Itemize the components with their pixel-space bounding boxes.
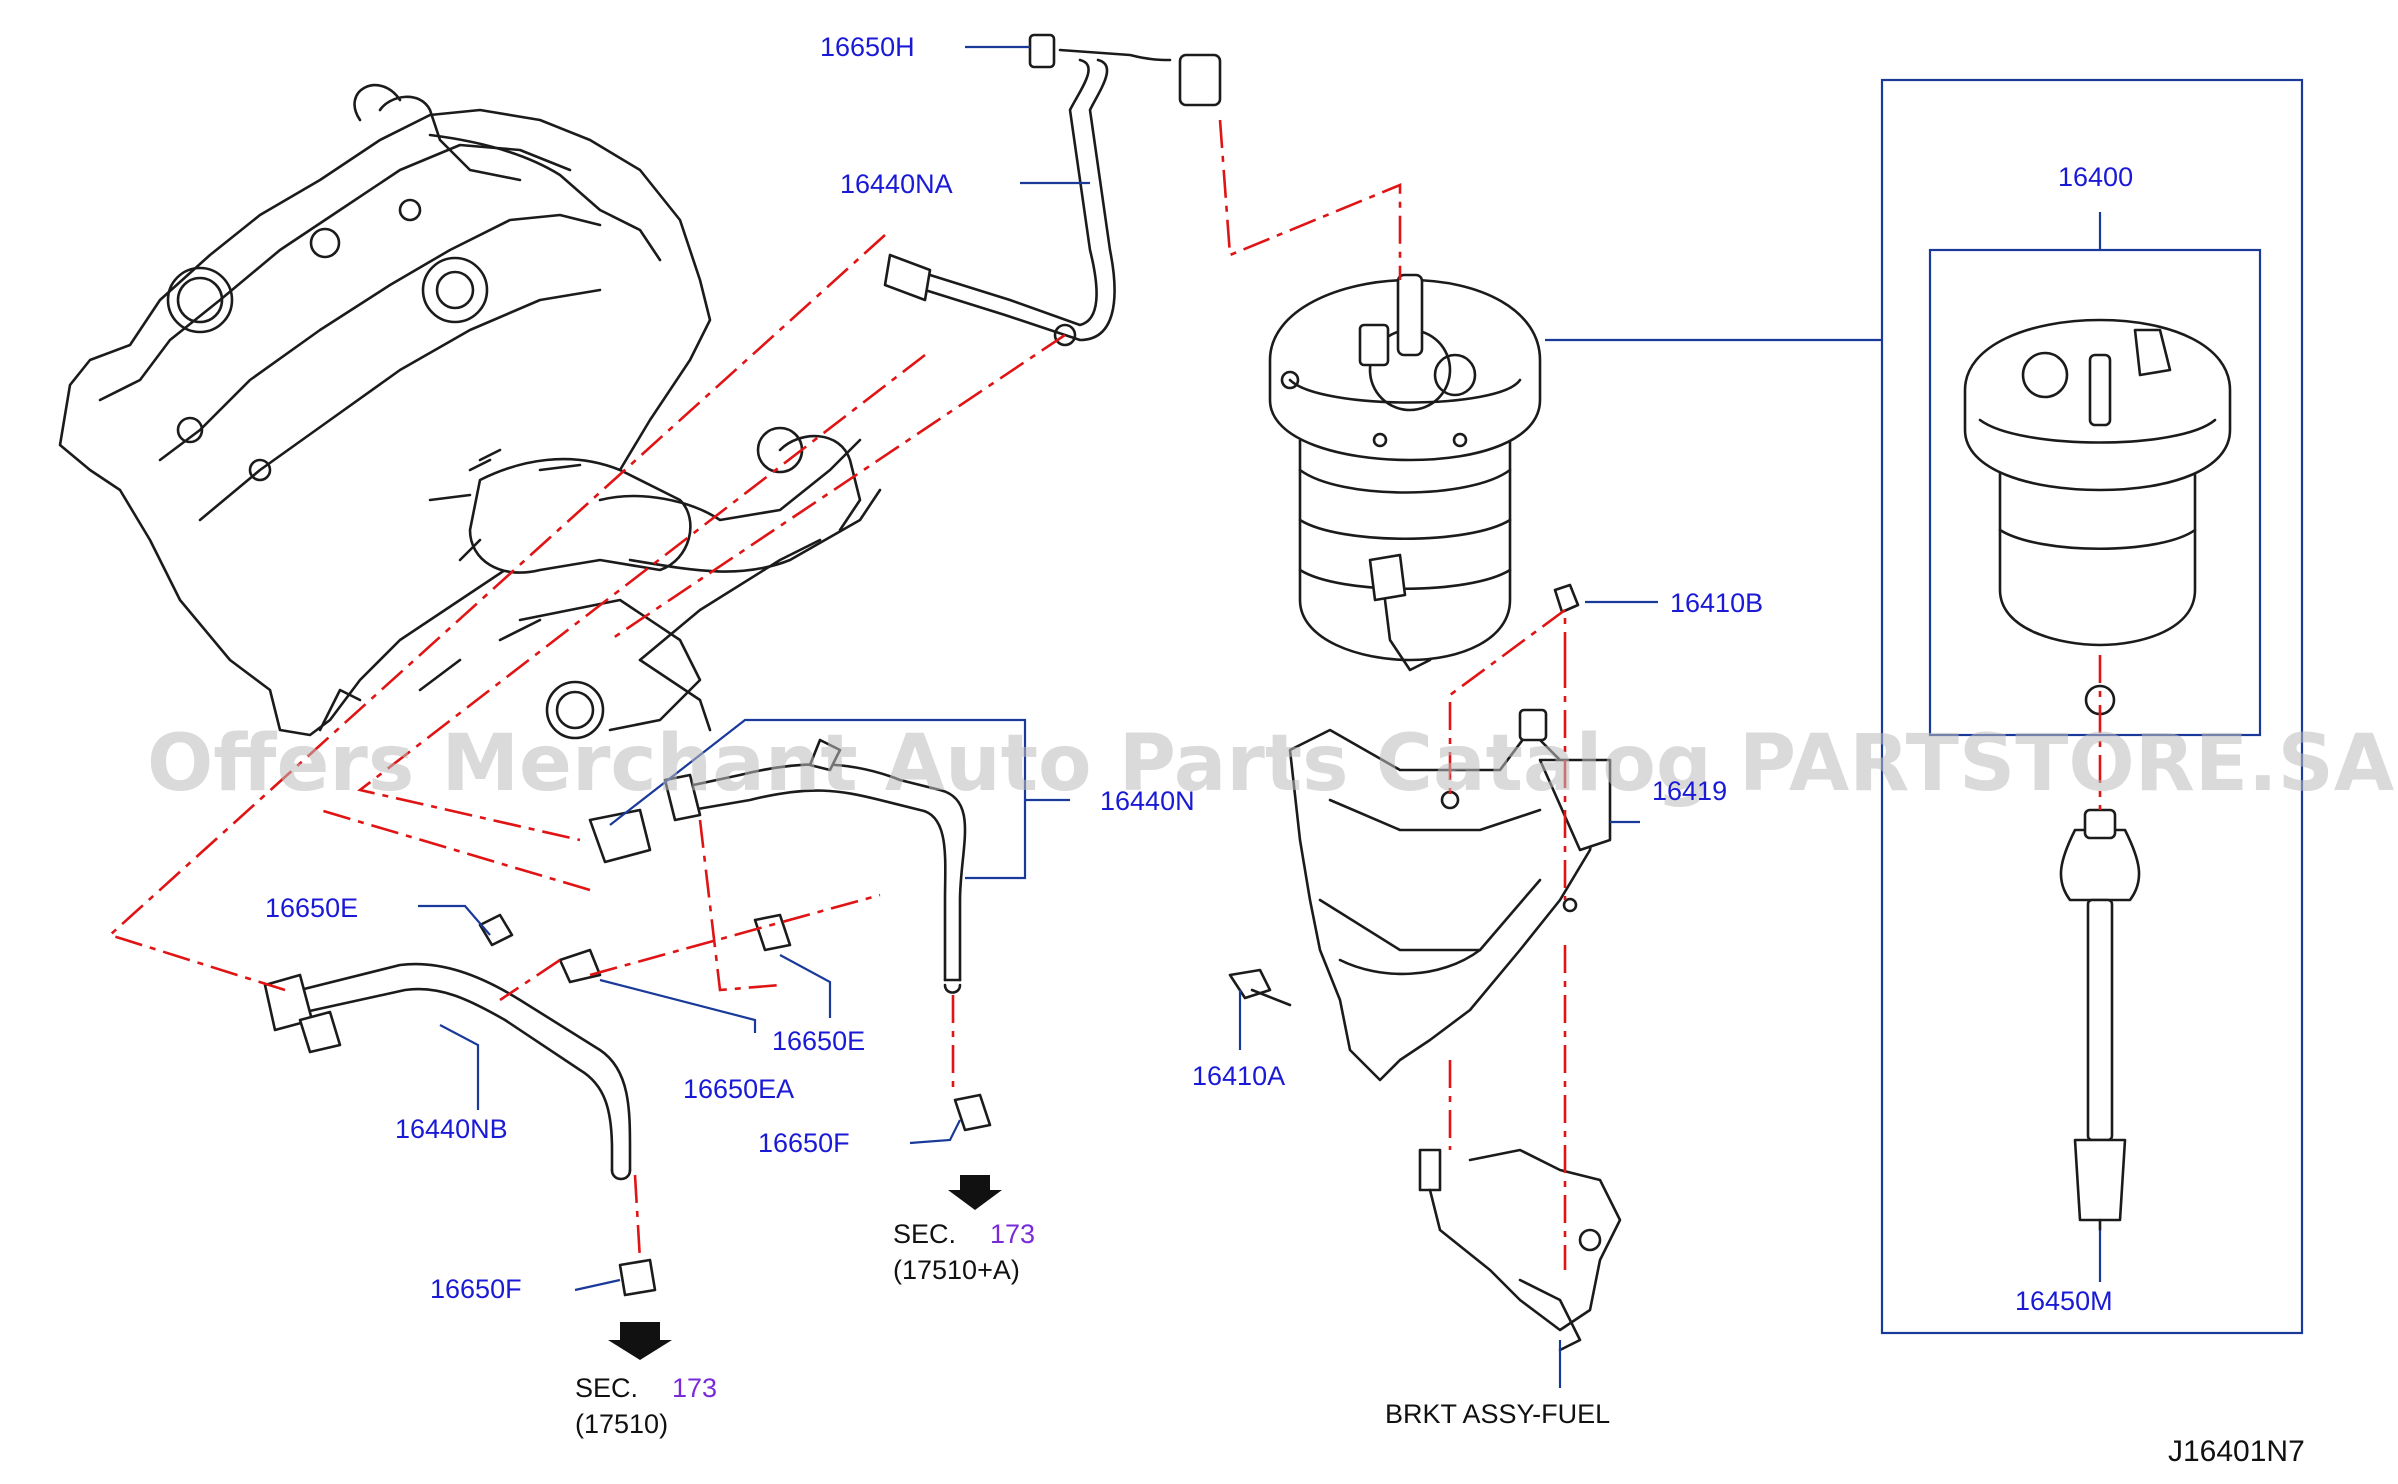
callout-16450M[interactable]: 16450M: [2015, 1286, 2113, 1316]
clamps: [478, 913, 992, 1297]
detail-box: [1880, 78, 2304, 1335]
callout-16410A[interactable]: 16410A: [1192, 1061, 1285, 1091]
callout-16440NA[interactable]: 16440NA: [840, 169, 953, 199]
watermark-text: Offers Merchant Auto Parts Catalog PARTS…: [147, 719, 2394, 809]
callout-16440N[interactable]: 16440N: [1100, 786, 1195, 816]
fuel-filter-assembly: [1268, 273, 1542, 672]
callout-16419[interactable]: 16419: [1652, 776, 1727, 806]
down-arrows: [608, 1175, 1002, 1360]
callout-16650F-lower[interactable]: 16650F: [430, 1274, 522, 1304]
section-ref-b-prefix: SEC.: [893, 1219, 956, 1249]
hose-16440NB: [263, 962, 632, 1181]
callout-16650H[interactable]: 16650H: [820, 32, 915, 62]
bracket-label: BRKT ASSY-FUEL: [1385, 1399, 1610, 1429]
callout-16440NB[interactable]: 16440NB: [395, 1114, 508, 1144]
diagram-code: J16401N7: [2168, 1435, 2305, 1468]
section-ref-a-number[interactable]: 173: [672, 1373, 717, 1403]
callout-16650EA[interactable]: 16650EA: [683, 1074, 794, 1104]
callout-16400[interactable]: 16400: [2058, 162, 2133, 192]
section-ref-a-prefix: SEC.: [575, 1373, 638, 1403]
callout-16650E-right[interactable]: 16650E: [772, 1026, 865, 1056]
callout-16650F-upper[interactable]: 16650F: [758, 1128, 850, 1158]
assembly-dash-lines: [107, 119, 2102, 1270]
hose-16440NA: [883, 33, 1222, 347]
hose-16440N: [588, 738, 967, 994]
callout-16410B[interactable]: 16410B: [1670, 588, 1763, 618]
section-ref-b-detail: (17510+A): [893, 1255, 1020, 1285]
callout-16650E-left[interactable]: 16650E: [265, 893, 358, 923]
engine-manifold-drawing: [58, 83, 882, 740]
section-ref-a-detail: (17510): [575, 1409, 668, 1439]
section-ref-b-number[interactable]: 173: [990, 1219, 1035, 1249]
bracket-assembly: [1228, 583, 1622, 1352]
leader-lines: [418, 45, 2102, 1388]
